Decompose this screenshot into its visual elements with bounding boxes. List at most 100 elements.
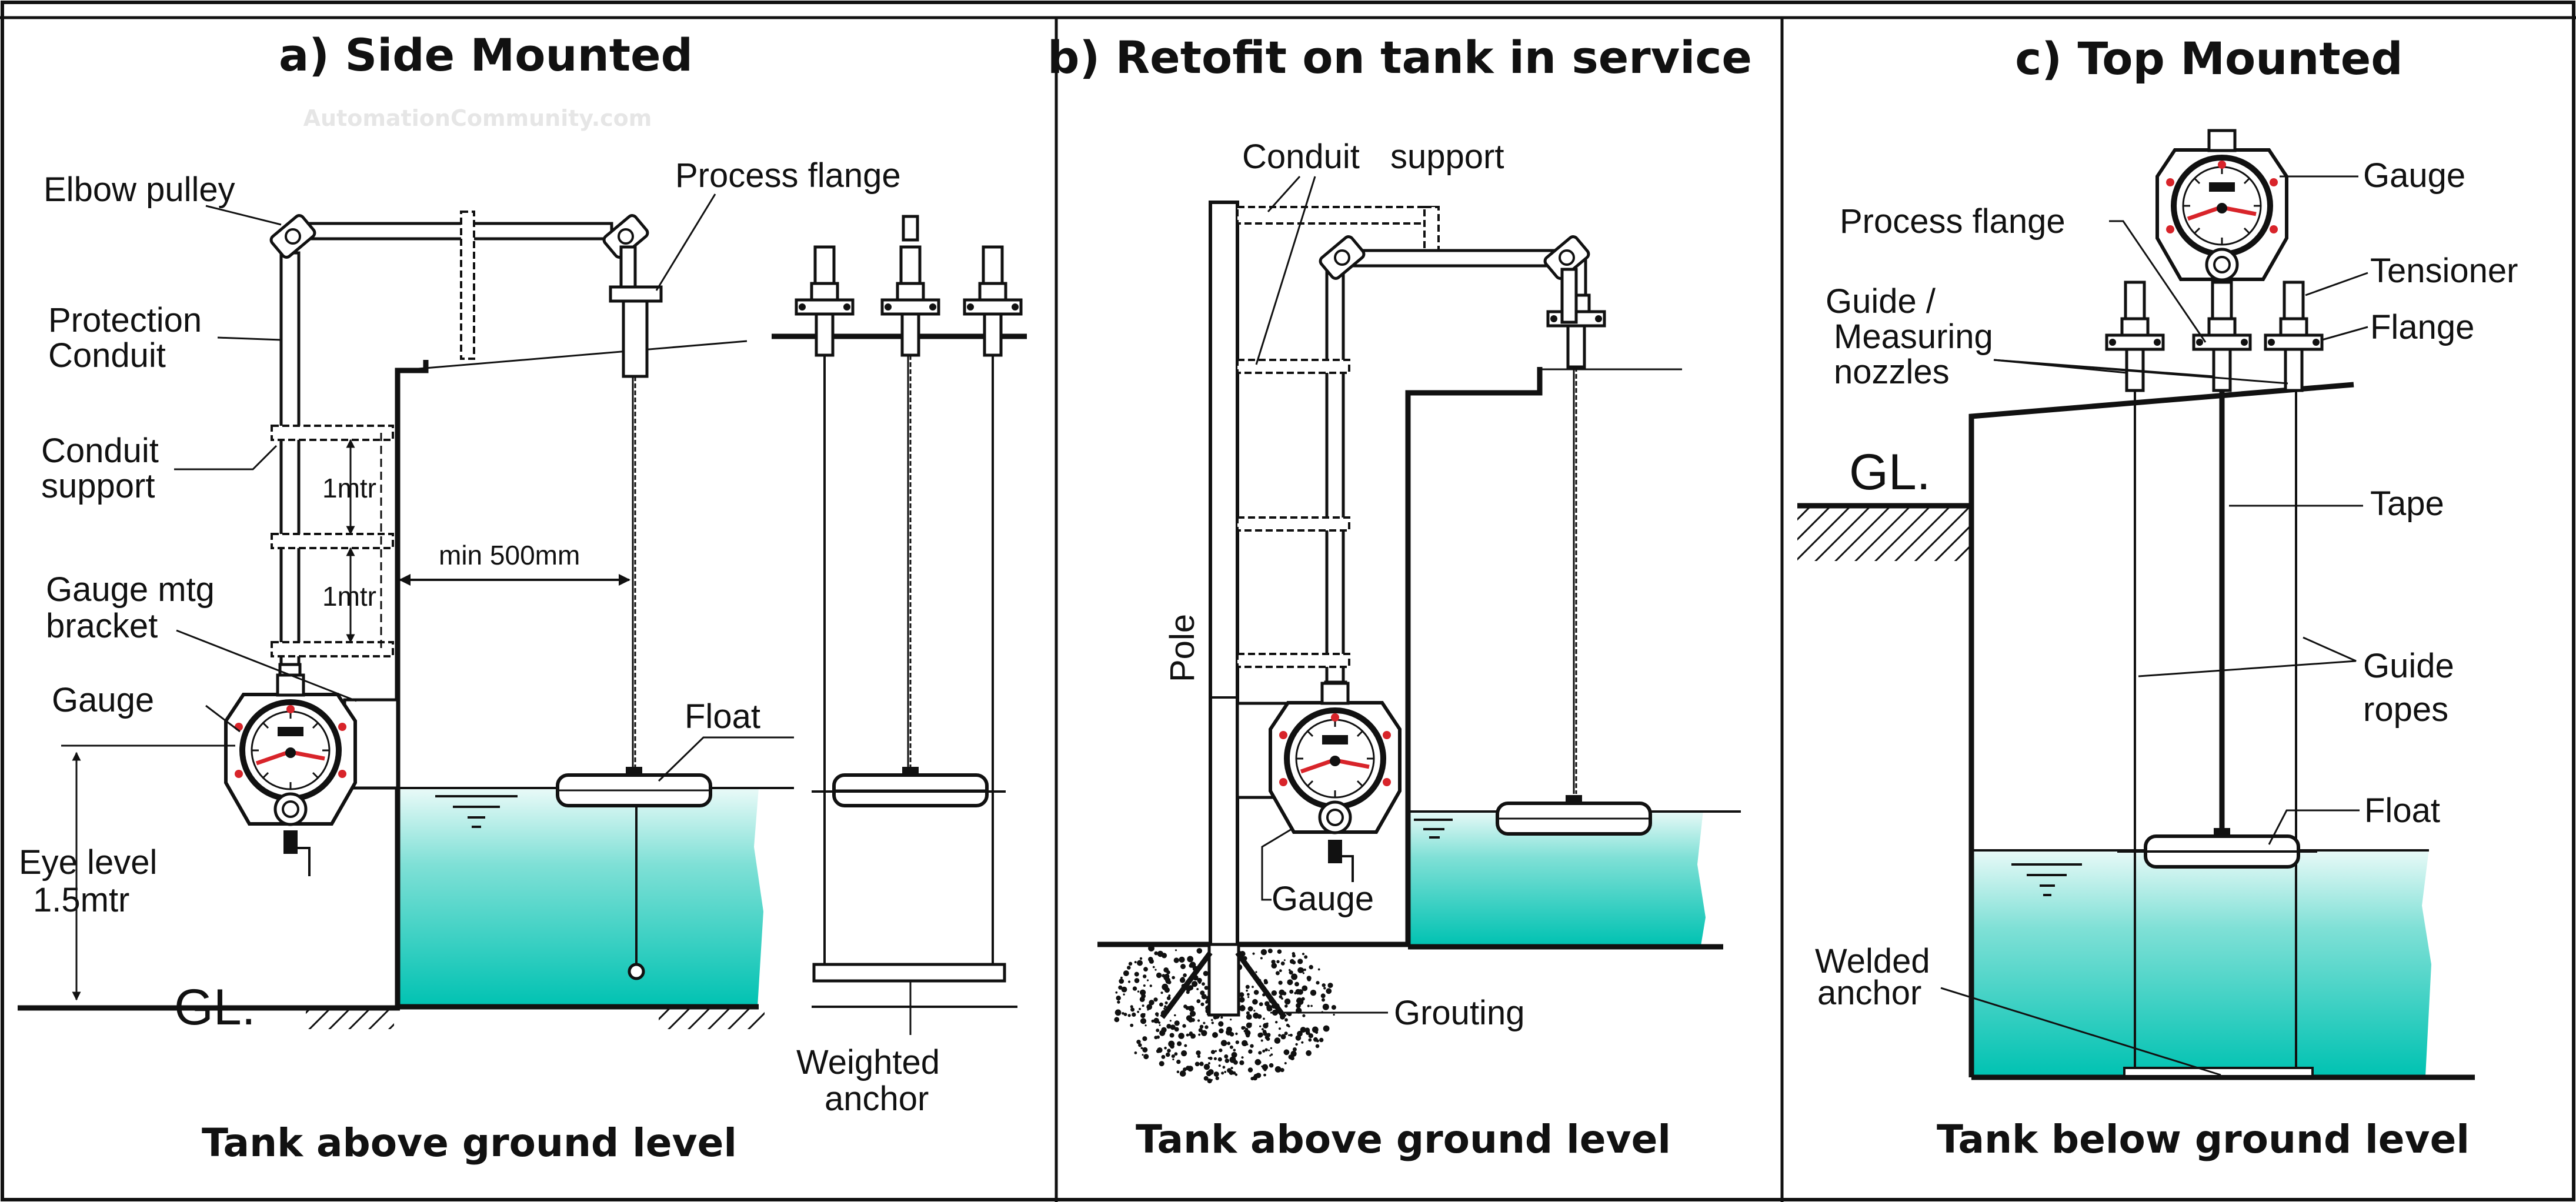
grout-speck [1149, 1000, 1154, 1006]
label-conduit-b: Conduit [1242, 138, 1360, 176]
label-flange-c: Flange [2370, 308, 2474, 346]
grout-speck [1125, 971, 1129, 976]
grout-speck [1143, 974, 1147, 979]
grout-speck [1174, 1020, 1180, 1026]
grout-speck [1123, 1013, 1127, 1016]
label-grouting: Grouting [1394, 994, 1524, 1032]
dim-1mtr-top: 1mtr [322, 473, 376, 503]
label-weighted-anchor-1: Weighted [796, 1043, 940, 1081]
grout-speck [1176, 1070, 1180, 1073]
grout-speck [1205, 1001, 1208, 1004]
grout-speck [1164, 977, 1171, 983]
grout-speck [1292, 951, 1295, 956]
grout-speck [1290, 1056, 1294, 1060]
panel-side-mounted: a) Side Mounted AutomationCommunity.com … [18, 29, 1027, 1166]
grout-speck [1300, 1027, 1306, 1033]
grout-speck [1291, 973, 1298, 980]
label-process-flange-c: Process flange [1840, 202, 2066, 241]
grout-speck [1275, 1021, 1278, 1024]
grout-speck [1214, 1050, 1217, 1053]
grout-speck [1226, 1029, 1232, 1036]
grout-speck [1240, 1004, 1244, 1009]
panel-top-mounted: c) Top Mounted GL. Gauge Process flange [1797, 32, 2518, 1162]
grout-speck [1230, 1019, 1232, 1021]
grout-speck [1245, 984, 1250, 989]
grout-speck [1183, 1067, 1187, 1071]
grout-speck [1184, 1044, 1187, 1047]
grout-speck [1247, 1067, 1253, 1073]
grout-speck [1246, 989, 1248, 992]
grout-speck [1222, 1066, 1226, 1069]
grout-speck [1207, 1079, 1212, 1084]
gauge-b [1270, 683, 1400, 833]
grout-speck [1122, 1012, 1125, 1015]
grout-speck [1278, 980, 1283, 985]
label-float-c: Float [2364, 792, 2440, 830]
grout-speck [1252, 999, 1258, 1005]
grout-speck [1302, 953, 1305, 956]
grout-speck [1161, 1054, 1166, 1059]
grout-speck [1219, 1049, 1223, 1053]
grout-speck [1137, 1010, 1139, 1013]
grout-speck [1267, 1033, 1271, 1037]
grout-speck [1239, 997, 1245, 1003]
label-gauge-mtg-2: bracket [46, 607, 158, 645]
grout-speck [1157, 1047, 1163, 1053]
grout-speck [1183, 973, 1187, 977]
grout-speck [1146, 1004, 1153, 1010]
grout-speck [1322, 998, 1325, 1002]
grout-speck [1284, 1062, 1287, 1064]
grout-speck [1168, 994, 1171, 997]
grout-speck [1270, 1053, 1273, 1056]
grout-speck [1166, 996, 1171, 1000]
grout-speck [1149, 984, 1153, 987]
grout-speck [1154, 969, 1157, 971]
grout-speck [1333, 1013, 1335, 1016]
grout-speck [1115, 991, 1118, 994]
grout-speck [1173, 957, 1179, 963]
level-symbol-a [435, 795, 518, 828]
grout-speck [1284, 1004, 1288, 1008]
grout-speck [1163, 1007, 1166, 1010]
grout-speck [1260, 949, 1267, 956]
grout-speck [1297, 959, 1303, 964]
label-float-a: Float [685, 697, 760, 736]
grout-speck [1294, 981, 1299, 987]
panel-b-caption: Tank above ground level [1136, 1117, 1671, 1162]
grout-speck [1308, 1033, 1313, 1039]
grout-speck [1266, 1037, 1270, 1041]
grout-speck [1201, 1030, 1207, 1037]
grout-speck [1196, 1050, 1201, 1056]
grout-speck [1323, 987, 1326, 990]
grout-speck [1218, 1064, 1221, 1067]
grout-speck [1199, 950, 1202, 953]
grout-speck [1197, 1019, 1200, 1022]
watermark: AutomationCommunity.com [303, 105, 652, 131]
grout-speck [1263, 1031, 1267, 1036]
grout-speck [1139, 1007, 1141, 1010]
grout-speck [1247, 996, 1250, 999]
grout-speck [1188, 1006, 1194, 1012]
grout-speck [1162, 983, 1169, 990]
label-eye-level-1: Eye level [19, 843, 157, 882]
grout-speck [1289, 1033, 1293, 1037]
grout-speck [1182, 1024, 1186, 1028]
ground-hatch-a2 [659, 1009, 765, 1029]
grout-speck [1307, 1004, 1310, 1007]
label-protection-conduit-1: Protection [48, 301, 202, 339]
grout-speck [1188, 1017, 1193, 1023]
grout-speck [1178, 1033, 1184, 1039]
welded-anchor-plate [2123, 1067, 2314, 1077]
grout-speck [1217, 1057, 1222, 1062]
tank-a-wall [395, 360, 429, 1007]
grout-speck [1198, 1033, 1201, 1036]
grout-speck [1246, 1011, 1250, 1015]
grout-speck [1270, 1047, 1273, 1050]
grout-speck [1174, 1027, 1179, 1032]
grout-speck [1127, 1014, 1131, 1017]
grout-speck [1203, 1076, 1209, 1081]
label-welded-anchor-1: Welded [1815, 942, 1930, 980]
label-gauge-a: Gauge [52, 681, 154, 719]
grout-speck [1167, 1049, 1171, 1053]
